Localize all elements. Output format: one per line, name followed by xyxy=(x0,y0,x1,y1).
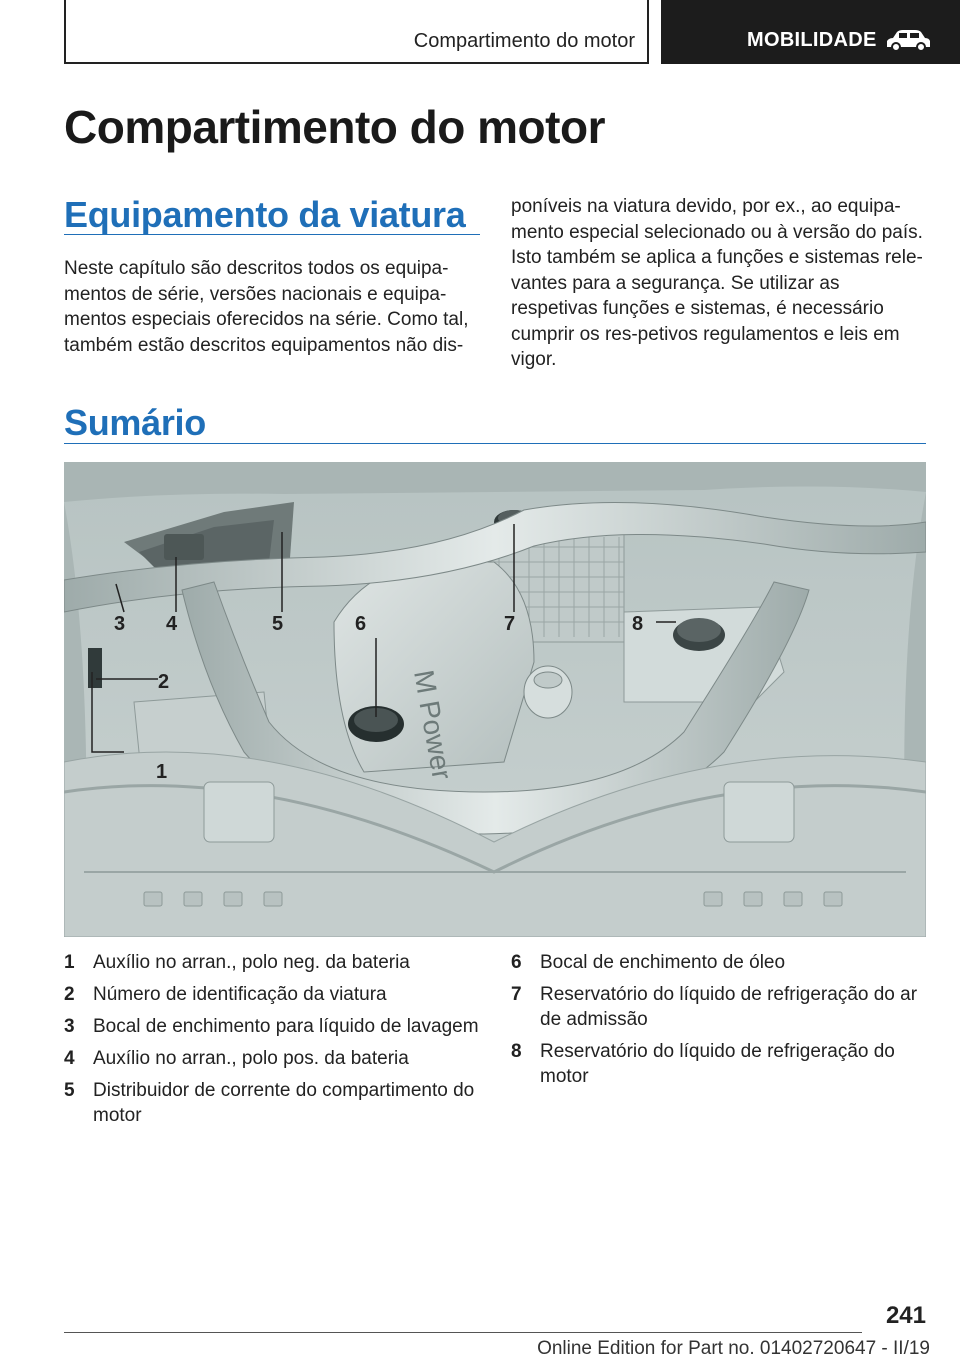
footer-edition: Online Edition for Part no. 01402720647 … xyxy=(537,1338,930,1359)
engine-compartment-illustration: M Power 1 2 3 4 5 6 7 8 xyxy=(64,462,926,937)
section-rule xyxy=(64,443,926,444)
page-title: Compartimento do motor xyxy=(64,101,605,153)
callout-6: 6 xyxy=(355,613,366,635)
car-icon xyxy=(887,30,930,52)
running-header-section: Compartimento do motor xyxy=(64,0,649,64)
equipment-paragraph-left: Neste capítulo são descritos todos os eq… xyxy=(64,258,469,356)
callout-8: 8 xyxy=(632,613,643,635)
equipment-paragraph-right: poníveis na viatura devido, por ex., ao … xyxy=(511,196,923,370)
callout-leaders xyxy=(91,524,676,753)
callout-1: 1 xyxy=(156,761,167,783)
section-rule xyxy=(64,234,480,235)
callout-7: 7 xyxy=(504,613,515,635)
callout-3: 3 xyxy=(114,613,125,635)
section-heading-equipment: Equipamento da viatura xyxy=(64,194,466,235)
running-header-label: Compartimento do motor xyxy=(413,30,635,52)
chapter-label: MOBILIDADE xyxy=(747,29,877,51)
callout-5: 5 xyxy=(272,613,283,635)
callout-4: 4 xyxy=(166,613,178,635)
callout-2: 2 xyxy=(158,671,169,693)
footer-rule xyxy=(64,1332,862,1333)
chapter-tab: MOBILIDADE xyxy=(661,0,960,64)
page-number: 241 xyxy=(885,1302,926,1329)
section-heading-summary: Sumário xyxy=(64,402,206,443)
